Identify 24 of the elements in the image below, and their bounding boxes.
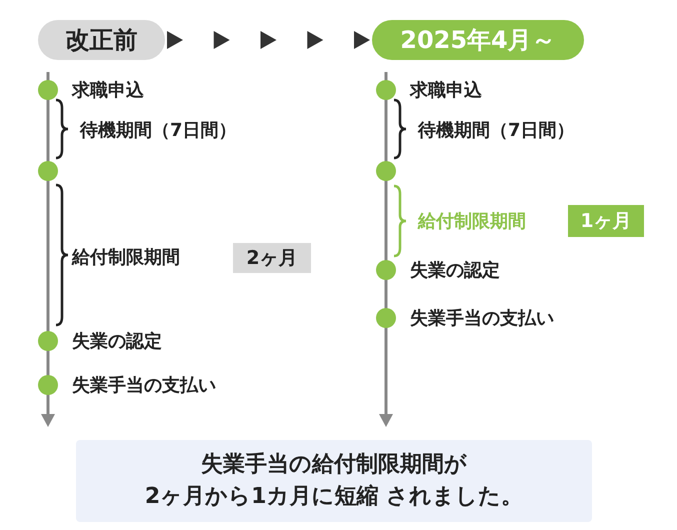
timeline-dot (376, 308, 396, 328)
step-label: 求職申込 (410, 79, 482, 102)
step-label: 失業の認定 (410, 259, 500, 282)
period-label: 給付制限期間 (72, 246, 180, 269)
step-label: 失業手当の支払い (72, 374, 216, 397)
duration-badge: 2ヶ月 (233, 243, 311, 273)
timeline-dot (376, 80, 396, 100)
step-label: 失業手当の支払い (410, 307, 554, 330)
period-label: 給付制限期間 (418, 210, 526, 233)
timeline-dot (38, 375, 58, 395)
period-label: 待機期間（7日間） (80, 119, 237, 142)
timeline-dot (376, 260, 396, 280)
timeline-dot (38, 331, 58, 351)
summary-text: 失業手当の給付制限期間が (201, 451, 467, 480)
period-pill: 改正前 (38, 20, 165, 60)
step-label: 求職申込 (72, 79, 144, 102)
step-label: 失業の認定 (72, 330, 162, 353)
duration-badge: 1ヶ月 (568, 205, 644, 237)
chevron-arrow (167, 31, 370, 49)
period-label: 待機期間（7日間） (418, 119, 575, 142)
timeline-dot (38, 161, 58, 181)
timeline-dot (38, 80, 58, 100)
timeline-dot (376, 161, 396, 181)
period-pill: 2025年4月～ (372, 20, 584, 60)
